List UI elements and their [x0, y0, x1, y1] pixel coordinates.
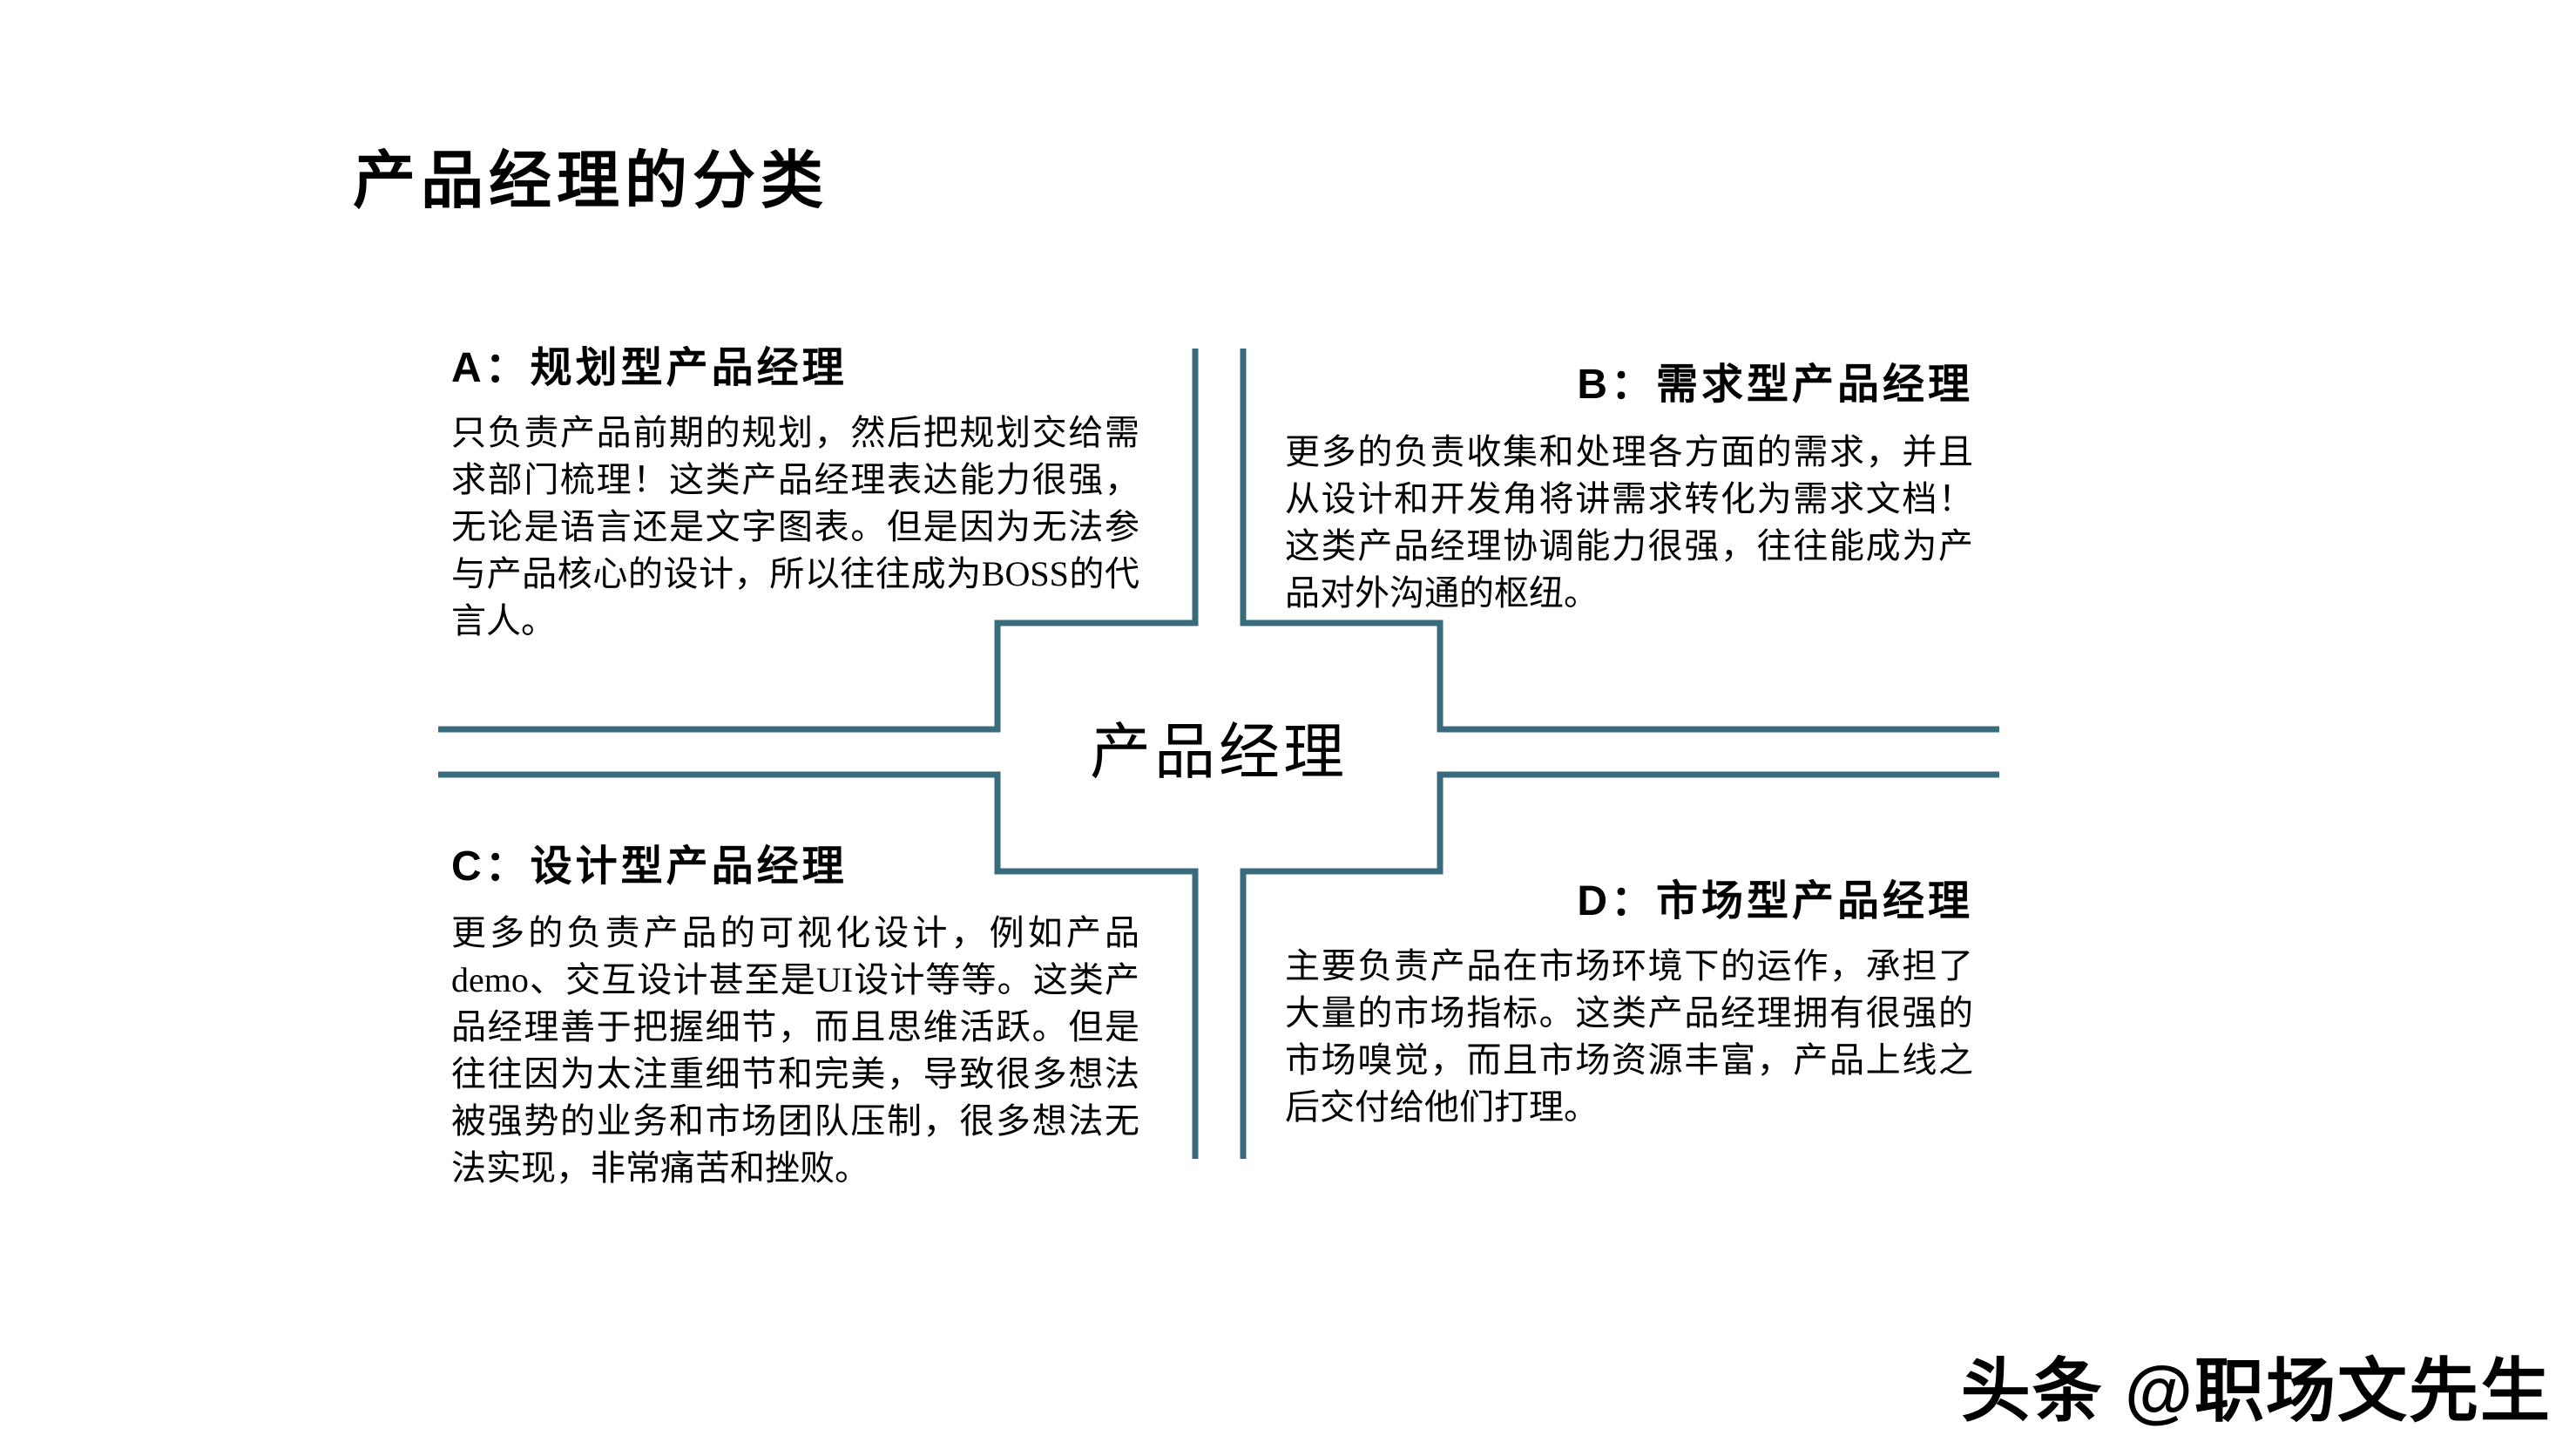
quadrant-c-body: 更多的负责产品的可视化设计，例如产品demo、交互设计甚至是UI设计等等。这类产… — [451, 913, 1139, 1188]
quadrant-c-letter: C： — [451, 843, 531, 890]
quadrant-d: D：市场型产品经理 主要负责产品在市场环境下的运作，承担了大量的市场指标。这类产… — [1285, 877, 1973, 1127]
quadrant-a-letter: A： — [451, 345, 531, 391]
quadrant-a-heading: A：规划型产品经理 — [451, 343, 1139, 394]
watermark: 头条 @职场文先生 — [1960, 1352, 2552, 1430]
quadrant-b-letter: B： — [1577, 362, 1656, 408]
crossroad-left-outline — [438, 349, 1199, 1159]
crossroad-right-outline — [1240, 349, 1999, 1159]
quadrant-a: A：规划型产品经理 只负责产品前期的规划，然后把规划交给需求部门梳理！这类产品经… — [451, 343, 1139, 640]
quadrant-d-title: 市场型产品经理 — [1655, 878, 1973, 924]
quadrant-c: C：设计型产品经理 更多的负责产品的可视化设计，例如产品demo、交互设计甚至是… — [451, 842, 1139, 1188]
quadrant-a-body: 只负责产品前期的规划，然后把规划交给需求部门梳理！这类产品经理表达能力很强，无论… — [451, 413, 1139, 640]
page-title: 产品经理的分类 — [353, 146, 829, 216]
quadrant-d-body: 主要负责产品在市场环境下的运作，承担了大量的市场指标。这类产品经理拥有很强的市场… — [1285, 946, 1973, 1127]
center-node: 产品经理 — [997, 623, 1440, 871]
quadrant-c-title: 设计型产品经理 — [530, 843, 848, 890]
quadrant-b-title: 需求型产品经理 — [1655, 362, 1973, 408]
quadrant-d-heading: D：市场型产品经理 — [1285, 877, 1973, 927]
quadrant-a-title: 规划型产品经理 — [530, 345, 848, 391]
center-node-label: 产品经理 — [1090, 720, 1348, 787]
quadrant-c-heading: C：设计型产品经理 — [451, 842, 1139, 892]
quadrant-b-heading: B：需求型产品经理 — [1285, 360, 1973, 410]
quadrant-d-letter: D： — [1577, 878, 1656, 924]
quadrant-b: B：需求型产品经理 更多的负责收集和处理各方面的需求，并且从设计和开发角将讲需求… — [1285, 360, 1973, 613]
quadrant-b-body: 更多的负责收集和处理各方面的需求，并且从设计和开发角将讲需求转化为需求文档！这类… — [1285, 432, 1973, 613]
